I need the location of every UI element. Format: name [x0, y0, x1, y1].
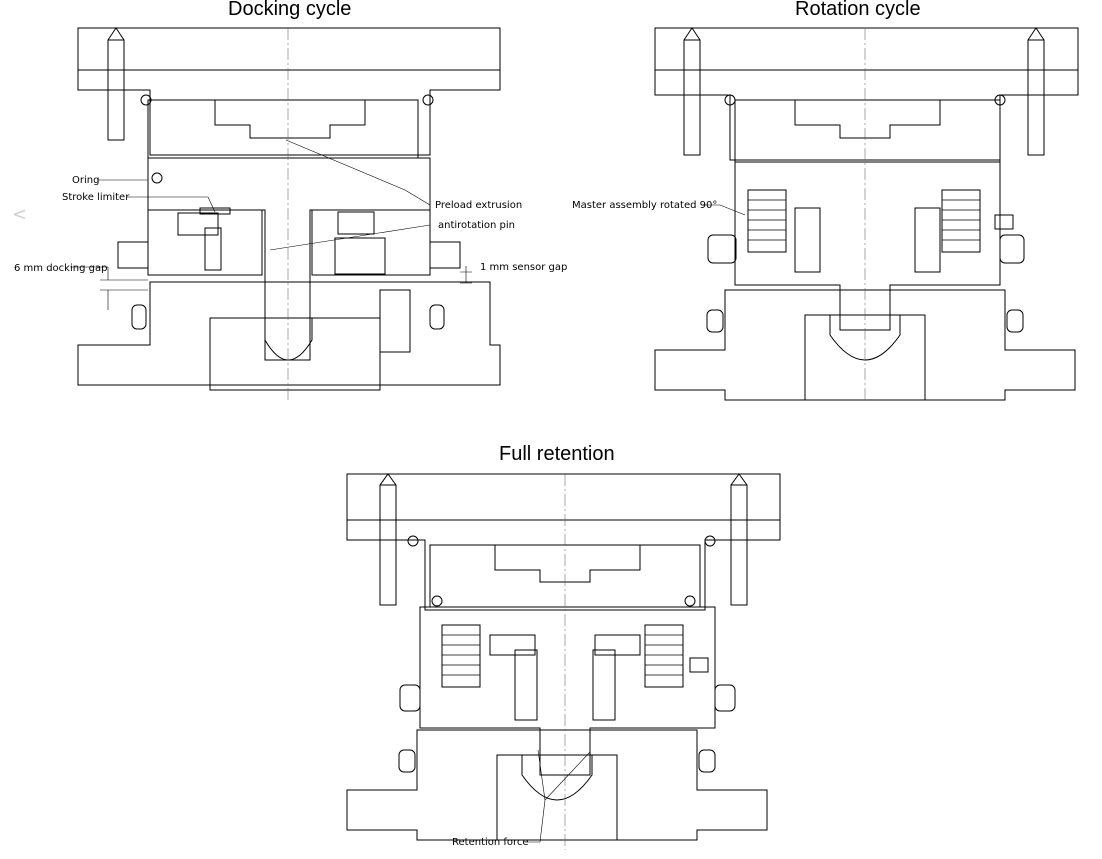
master-assembly-label: Master assembly rotated 90° — [572, 200, 717, 211]
rotation-drawing — [654, 27, 1079, 401]
antirotation-pin-label: antirotation pin — [438, 220, 515, 231]
stroke-limiter-label: Stroke limiter — [62, 192, 130, 203]
full-retention-title: Full retention — [499, 443, 615, 465]
sensor-gap-label: 1 mm sensor gap — [480, 262, 567, 273]
docking-drawing — [70, 27, 501, 400]
rotation-cycle-title: Rotation cycle — [795, 0, 921, 20]
left-arrow-icon[interactable]: < — [12, 204, 27, 225]
retention-force-label: Retention force — [452, 837, 529, 848]
docking-gap-label: 6 mm docking gap — [14, 263, 107, 274]
retention-drawing — [346, 473, 781, 850]
oring-label: Oring — [72, 175, 99, 186]
docking-cycle-title: Docking cycle — [228, 0, 352, 20]
preload-extrusion-label: Preload extrusion — [435, 200, 522, 211]
